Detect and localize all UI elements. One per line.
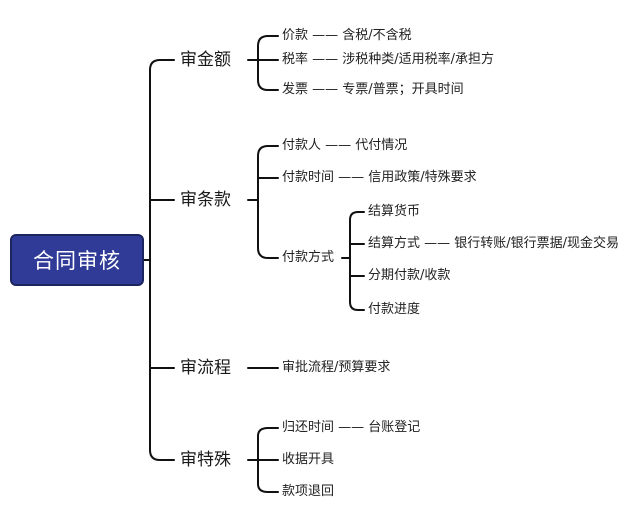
method-currency-item: 结算货币 (368, 204, 421, 219)
terms-payment-time-item: 付款时间 —— 信用政策/特殊要求 (282, 170, 477, 185)
special-return-time-item: 归还时间 —— 台账登记 (282, 420, 421, 435)
process-approval-item: 审批流程/预算要求 (282, 360, 391, 375)
special-refund-item: 款项退回 (282, 484, 335, 499)
branch-audit-amount: 审金额 (180, 50, 231, 70)
amount-price-item: 价款 —— 含税/不含税 (282, 28, 412, 43)
method-installment-item: 分期付款/收款 (368, 268, 451, 283)
amount-invoice-item: 发票 —— 专票/普票；开具时间 (282, 82, 464, 97)
special-receipt-item: 收据开具 (282, 452, 335, 467)
branch-audit-terms: 审条款 (180, 190, 231, 210)
branch-audit-process: 审流程 (180, 358, 231, 378)
amount-tax-rate-item: 税率 —— 涉税种类/适用税率/承担方 (282, 52, 495, 67)
method-settlement-item: 结算方式 —— 银行转账/银行票据/现金交易 (368, 236, 620, 251)
root-node: 合同审核 (10, 234, 144, 286)
method-progress-item: 付款进度 (368, 302, 421, 317)
terms-payment-method-item: 付款方式 (282, 250, 335, 265)
terms-payer-item: 付款人 —— 代付情况 (282, 138, 408, 153)
branch-audit-special: 审特殊 (180, 450, 231, 470)
